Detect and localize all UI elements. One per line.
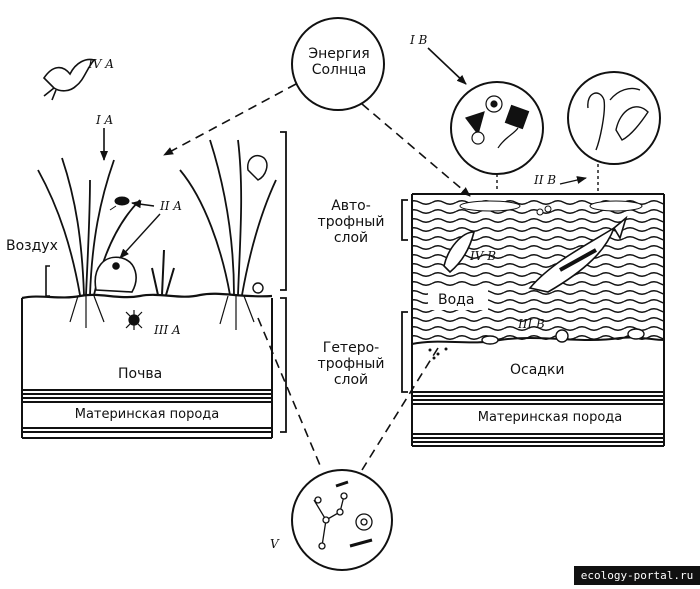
- iib-arrow: [559, 176, 587, 185]
- large-fish-icon: [528, 215, 628, 293]
- marker-v: V: [270, 537, 279, 551]
- bird-icon: [42, 58, 96, 101]
- air-label: Воздух: [6, 238, 58, 254]
- zooplankton-circle: [567, 71, 661, 192]
- energy-arrow-to-land: [163, 83, 297, 156]
- plankton-band: [459, 200, 643, 216]
- iia-pointer-insect: [131, 200, 155, 209]
- pond-bedrock-label-bg: [460, 405, 640, 431]
- land-section: [21, 292, 273, 439]
- land-bedrock-stripes: [22, 393, 272, 433]
- detritus-dots: [428, 347, 448, 360]
- insect-icon: [109, 196, 130, 211]
- small-fish-icon: [443, 231, 476, 274]
- sun-energy-line-1: Энергия: [308, 46, 370, 62]
- sun-energy-node: [291, 17, 385, 111]
- pond-bedrock-stripes: [412, 395, 664, 443]
- land-bedrock-label: Материнская порода: [74, 407, 220, 422]
- autotrophic-line-3: слой: [333, 230, 369, 246]
- marker-iia: II A: [160, 199, 182, 213]
- soil-beetle-icon: [125, 310, 143, 330]
- iia-pointer-rodent: [119, 213, 161, 259]
- perched-bird-icon: [247, 154, 268, 181]
- pond-bedrock-label: Материнская порода: [477, 410, 623, 425]
- land-grass-right: [179, 139, 277, 330]
- heterotrophic-line-1: Гетеро-: [322, 340, 380, 356]
- phytoplankton-circle: [450, 81, 544, 192]
- bottom-organisms: [481, 328, 645, 345]
- autotrophic-layer-label: Авто- трофный слой: [310, 198, 392, 246]
- marker-iva: IV A: [88, 57, 114, 71]
- pond-section: [411, 193, 665, 447]
- land-heterotrophic-bracket: [280, 297, 287, 433]
- heterotrophic-layer-label: Гетеро- трофный слой: [310, 340, 392, 388]
- marker-ivb: IV B: [470, 249, 497, 263]
- air-bracket: [45, 265, 50, 297]
- pond-to-decomposers-line: [361, 347, 439, 471]
- energy-arrow-to-pond: [361, 103, 471, 197]
- water-label: Вода: [438, 292, 475, 308]
- decomposers-circle: [291, 469, 393, 571]
- marker-ib: I B: [410, 33, 428, 47]
- site-watermark: ecology-portal.ru: [574, 566, 700, 585]
- marker-iiia: III A: [154, 323, 181, 337]
- heterotrophic-line-2: трофный: [317, 356, 385, 372]
- sun-energy-line-2: Солнца: [311, 62, 367, 78]
- marker-iiib: III B: [518, 317, 545, 331]
- sediments-label: Осадки: [510, 362, 565, 378]
- land-sprout: [151, 249, 175, 296]
- sun-energy-label: Энергия Солнца: [300, 46, 378, 78]
- layer-brackets: [280, 131, 408, 433]
- marker-ia: I A: [96, 113, 114, 127]
- heterotrophic-line-3: слой: [333, 372, 369, 388]
- land-bedrock-label-bg: [60, 403, 234, 427]
- pond-heterotrophic-bracket: [401, 311, 408, 393]
- land-to-decomposers-line: [257, 317, 323, 471]
- snail-icon: [252, 282, 264, 294]
- soil-surface: [21, 292, 273, 300]
- ib-arrow: [427, 47, 467, 85]
- land-autotrophic-bracket: [280, 131, 287, 291]
- autotrophic-line-1: Авто-: [331, 198, 371, 214]
- pond-autotrophic-bracket: [401, 199, 408, 241]
- autotrophic-line-2: трофный: [317, 214, 385, 230]
- energy-dashed-lines: [163, 83, 471, 471]
- rodent-icon: [94, 256, 137, 293]
- marker-iib: II B: [534, 173, 557, 187]
- water-label-bg: [428, 288, 488, 310]
- soil-label: Почва: [118, 366, 163, 382]
